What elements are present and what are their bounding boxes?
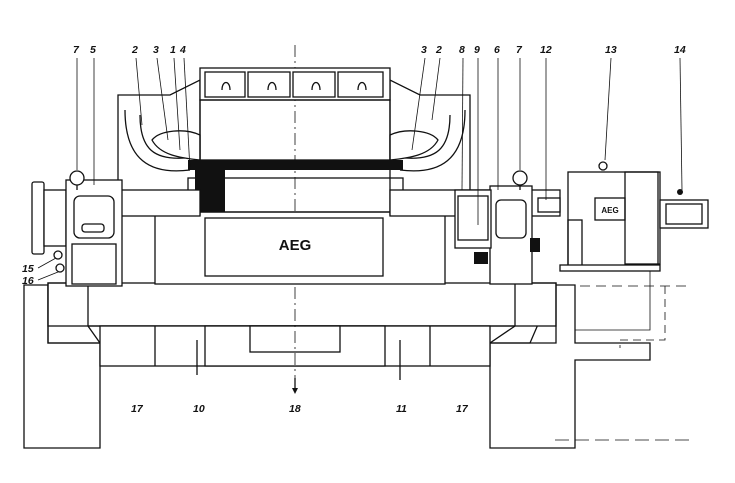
callout-2-left: 2 [131,44,138,56]
callout-13: 13 [605,44,617,56]
callout-16: 16 [22,275,34,287]
exciter-unit [454,189,540,264]
callout-4: 4 [179,44,186,56]
callout-6: 6 [494,44,500,56]
callout-3-right: 3 [421,44,427,56]
generator-housing [117,78,471,285]
callout-10: 10 [193,403,205,415]
top-cooling-hood [199,67,391,101]
callout-7-left: 7 [73,44,80,56]
left-bearing-pedestal [53,170,123,287]
air-gap-band [188,160,403,170]
left-flange-coupling [31,181,67,255]
callout-12: 12 [540,44,552,56]
callout-17-right: 17 [456,403,469,415]
callout-11: 11 [396,403,407,415]
drive-motor [559,161,709,272]
callout-5: 5 [90,44,96,56]
callout-2-right: 2 [435,44,442,56]
callout-15: 15 [22,263,34,275]
callout-7-right: 7 [516,44,523,56]
callout-3-left: 3 [153,44,159,56]
callout-14: 14 [674,44,686,56]
leader-lines [37,57,683,281]
callout-1: 1 [170,44,176,56]
callout-17-left: 17 [131,403,144,415]
callout-9: 9 [474,44,480,56]
center-brand-label: AEG [279,237,312,254]
baseplate [47,282,557,380]
right-bearing-pedestal [489,170,533,285]
callout-18: 18 [289,403,301,415]
motor-brand-label: AEG [601,206,618,215]
callout-8: 8 [459,44,465,56]
